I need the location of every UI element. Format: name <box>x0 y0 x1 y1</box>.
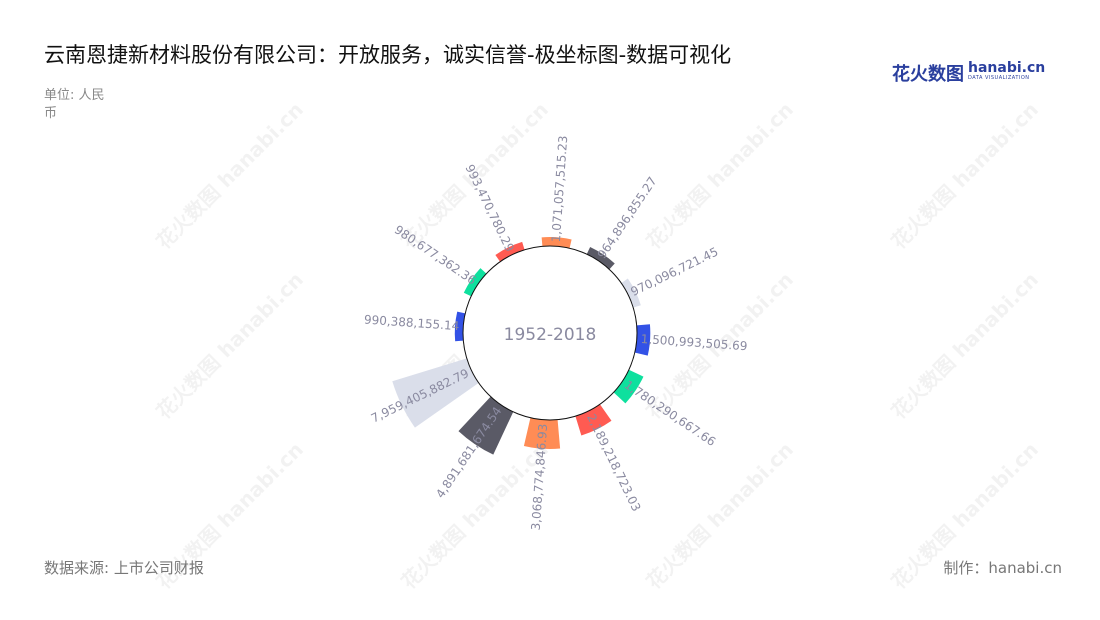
logo-en-block: hanabi.cn DATA VISUALIZATION <box>968 60 1046 83</box>
data-label: 964,896,855.27 <box>595 174 660 261</box>
logo-sub: DATA VISUALIZATION <box>968 75 1030 81</box>
logo-en: hanabi.cn <box>968 60 1046 76</box>
polar-bar <box>495 241 525 262</box>
data-label: 1,500,993,505.69 <box>640 332 748 353</box>
polar-bar <box>613 369 644 404</box>
polar-bar <box>523 417 561 449</box>
polar-bar <box>458 396 514 455</box>
polar-bar <box>541 236 572 249</box>
data-label: 1,071,057,515.23 <box>549 135 570 243</box>
polar-bar <box>463 268 487 297</box>
data-label: 980,677,362.36 <box>392 223 479 288</box>
logo-cn: 花火数图 <box>892 64 964 85</box>
polar-bar <box>586 246 615 270</box>
data-label: 993,470,780.29 <box>462 162 516 254</box>
logo: 花火数图 hanabi.cn DATA VISUALIZATION <box>892 60 1045 86</box>
data-label: 2,189,218,723.03 <box>584 412 643 514</box>
polar-bar <box>621 278 641 308</box>
center-circle <box>462 245 638 421</box>
data-label: 1,780,290,667.66 <box>622 378 718 449</box>
center-label: 1952-2018 <box>504 325 597 345</box>
data-label: 990,388,155.14 <box>364 313 460 334</box>
data-label: 970,096,721.45 <box>629 245 721 299</box>
polar-bar <box>392 358 479 428</box>
polar-bar <box>634 324 651 356</box>
page-title: 云南恩捷新材料股份有限公司：开放服务，诚实信誉-极坐标图-数据可视化 <box>44 43 732 67</box>
data-source: 数据来源: 上市公司财报 <box>44 559 204 577</box>
maker-credit: 制作：hanabi.cn <box>943 559 1062 577</box>
polar-bar <box>575 404 612 436</box>
unit-label: 单位: 人民币 <box>44 88 105 121</box>
